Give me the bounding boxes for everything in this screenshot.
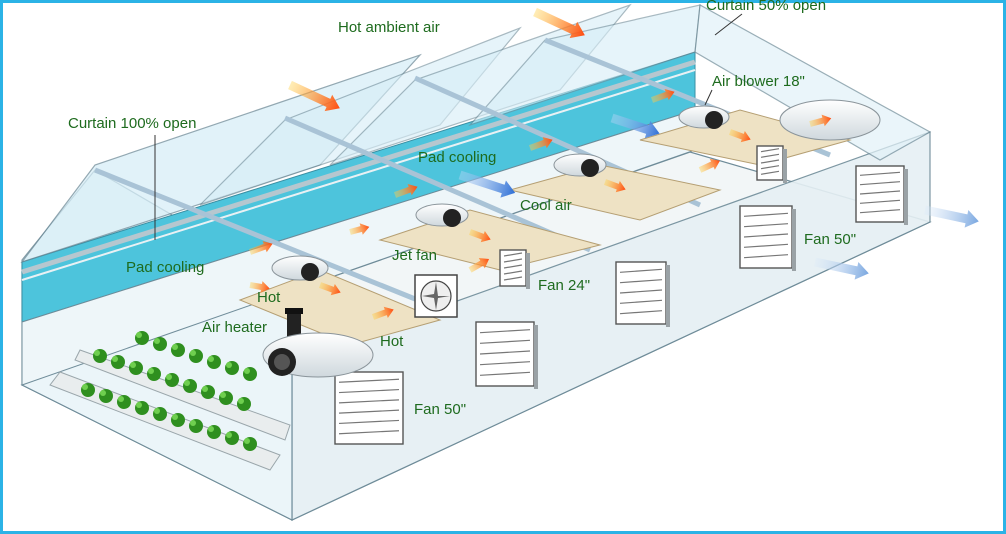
- plant-icon: [183, 379, 197, 393]
- louvered-fan-icon: [499, 249, 530, 289]
- plant-icon: [171, 343, 185, 357]
- hot-air-arrow: [318, 282, 341, 296]
- jet-fan-icon: [414, 274, 458, 318]
- label-air-blower: Air blower 18": [712, 73, 805, 90]
- plant-icon: [165, 373, 179, 387]
- hot-air-arrow: [248, 241, 273, 255]
- plant-icon: [225, 431, 239, 445]
- plant-icon: [111, 355, 125, 369]
- plant-icon: [243, 367, 257, 381]
- hot-air-arrow: [249, 281, 270, 293]
- plant-icon: [135, 331, 149, 345]
- hot-air-arrow: [393, 184, 418, 198]
- hot-air-arrow: [809, 114, 832, 127]
- plant-icon: [207, 425, 221, 439]
- hot-air-arrow: [728, 129, 751, 143]
- plant-icon: [147, 367, 161, 381]
- label-air-heater: Air heater: [202, 319, 267, 336]
- label-fan-50-right: Fan 50": [804, 231, 856, 248]
- label-cool-air: Cool air: [520, 197, 572, 214]
- hot-air-arrow: [468, 229, 491, 243]
- label-hot-2: Hot: [380, 333, 404, 350]
- hot-air-arrow: [528, 137, 553, 151]
- label-pad-cooling-left: Pad cooling: [126, 259, 204, 276]
- plant-icon: [207, 355, 221, 369]
- plant-icon: [189, 349, 203, 363]
- louvered-fan-icon: [615, 261, 670, 327]
- plant-icon: [153, 337, 167, 351]
- plant-icon: [117, 395, 131, 409]
- label-hot-1: Hot: [257, 289, 281, 306]
- label-curtain-50: Curtain 50% open: [706, 0, 826, 14]
- hot-air-arrow: [288, 80, 340, 112]
- hot-air-arrow: [349, 223, 370, 235]
- louvered-fan-icon: [338, 378, 400, 435]
- louvered-fan-icon: [475, 321, 538, 389]
- plant-icon: [225, 361, 239, 375]
- plant-icon: [135, 401, 149, 415]
- hot-air-arrow: [533, 7, 585, 39]
- louvered-fan-icon: [756, 145, 787, 183]
- plant-icon: [93, 349, 107, 363]
- pad-rail-2: [21, 69, 696, 281]
- cool-air-arrow: [458, 170, 516, 198]
- leader-lines: [154, 13, 743, 240]
- airflow-arrows: [248, 7, 979, 320]
- plant-icon: [153, 407, 167, 421]
- exhaust-air-arrow: [924, 205, 979, 228]
- air-blower-icon: [271, 99, 881, 281]
- label-pad-cooling-top: Pad cooling: [418, 149, 496, 166]
- louvered-fan-icon: [739, 205, 796, 271]
- label-jet-fan: Jet fan: [392, 247, 437, 264]
- louvered-fan-icon: [855, 165, 908, 225]
- plant-icon: [219, 391, 233, 405]
- plant-icon: [129, 361, 143, 375]
- cool-air-arrow: [610, 113, 660, 139]
- plant-icon: [99, 389, 113, 403]
- label-fan-24: Fan 24": [538, 277, 590, 294]
- exhaust-air-arrow: [814, 257, 869, 280]
- hot-air-arrow: [698, 158, 720, 173]
- plant-icon: [237, 397, 251, 411]
- plant-icon: [189, 419, 203, 433]
- exhaust-fans: [475, 145, 908, 389]
- hot-air-arrow: [371, 306, 394, 320]
- pad-rail: [21, 59, 696, 275]
- hot-air-arrow: [468, 258, 490, 273]
- label-fan-50-bottom: Fan 50": [414, 401, 466, 418]
- hot-air-arrow: [603, 179, 626, 193]
- label-hot-ambient-air: Hot ambient air: [338, 19, 440, 36]
- plant-rows: [49, 331, 291, 471]
- air-heater-icon: [262, 308, 374, 378]
- plant-icon: [243, 437, 257, 451]
- fan-50-left: [334, 371, 404, 445]
- plant-icon: [81, 383, 95, 397]
- plant-icon: [201, 385, 215, 399]
- label-curtain-100: Curtain 100% open: [68, 115, 196, 132]
- plant-icon: [171, 413, 185, 427]
- hot-air-arrow: [650, 89, 675, 103]
